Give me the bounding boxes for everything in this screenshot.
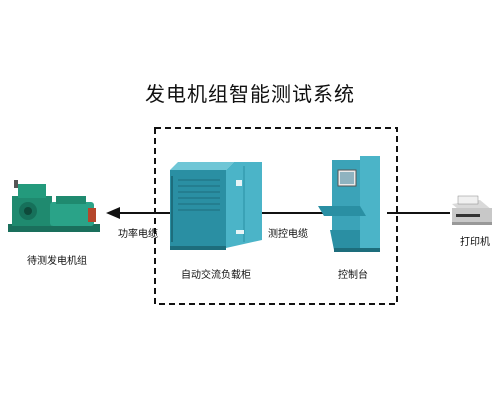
generator-set-icon bbox=[8, 180, 100, 232]
printer-label: 打印机 bbox=[460, 237, 490, 248]
system-boundary-box bbox=[154, 127, 398, 305]
load-cabinet-label: 自动交流负载柜 bbox=[181, 270, 251, 281]
power-cable-label: 功率电缆 bbox=[118, 229, 158, 240]
console-label: 控制台 bbox=[338, 270, 368, 281]
console-icon bbox=[318, 156, 380, 252]
diagram-title: 发电机组智能测试系统 bbox=[145, 82, 355, 106]
power-cable-arrow bbox=[106, 207, 175, 219]
load-cabinet-icon bbox=[170, 162, 262, 250]
printer-icon bbox=[452, 195, 492, 225]
control-cable-label: 测控电缆 bbox=[268, 229, 308, 240]
generator-label: 待测发电机组 bbox=[27, 256, 87, 267]
